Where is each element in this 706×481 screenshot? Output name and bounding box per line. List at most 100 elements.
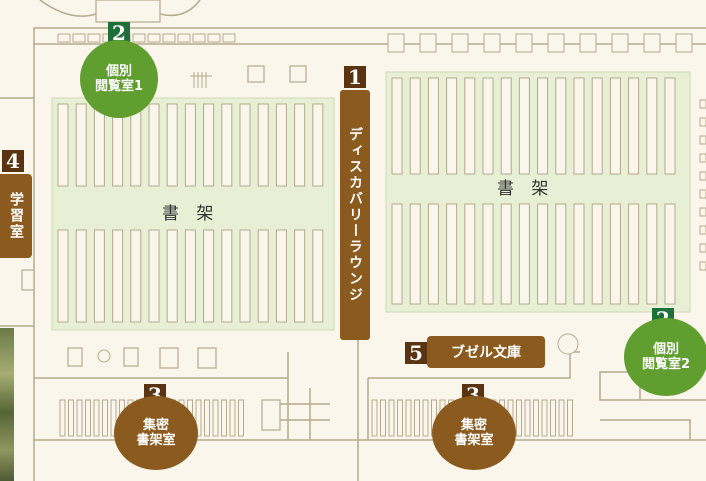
wall-window xyxy=(387,33,405,53)
shelf-unit xyxy=(203,103,215,187)
wall-window xyxy=(57,33,71,43)
shelf-unit xyxy=(573,77,585,175)
shelf-unit xyxy=(239,103,251,187)
wall-window xyxy=(87,33,101,43)
shelf-unit xyxy=(275,229,287,323)
compact-shelf xyxy=(533,399,539,437)
compact-shelf xyxy=(397,399,403,437)
compact-shelf xyxy=(414,399,420,437)
shelf-unit xyxy=(312,103,324,187)
wall-tab xyxy=(699,207,706,217)
wall-window xyxy=(162,33,176,43)
buzzell-collection-label[interactable]: ブゼル文庫 xyxy=(427,336,545,368)
compact-shelf xyxy=(59,399,66,437)
compact-shelf xyxy=(516,399,522,437)
shelf-unit xyxy=(57,229,69,323)
compact-shelf xyxy=(110,399,117,437)
shelf-unit xyxy=(57,103,69,187)
shelf-unit xyxy=(609,77,621,175)
shelf-unit xyxy=(446,77,458,175)
wall-tab xyxy=(699,189,706,199)
shelf-unit xyxy=(518,77,530,175)
wall-window xyxy=(147,33,161,43)
compact-stacks-1-badge[interactable]: 集密 書架室 xyxy=(114,396,198,470)
compact-shelf xyxy=(405,399,412,437)
compact-shelf xyxy=(195,399,202,437)
shelf-unit xyxy=(427,77,439,175)
shelf-unit xyxy=(591,77,603,175)
wall-window xyxy=(419,33,437,53)
shelf-unit xyxy=(275,103,287,187)
wall-window xyxy=(177,33,191,43)
shelf-unit xyxy=(609,203,621,305)
shelf-unit xyxy=(555,77,567,175)
wall-window xyxy=(515,33,533,53)
wall-window xyxy=(483,33,501,53)
shelf-unit xyxy=(93,103,105,187)
shelf-unit xyxy=(391,77,403,175)
individual-room-1-line1: 個別 xyxy=(105,64,132,79)
shelf-unit xyxy=(75,103,87,187)
badge-number-1: 1 xyxy=(344,66,366,88)
badge-number-2a: 2 xyxy=(108,22,130,44)
shelf-unit xyxy=(628,203,640,305)
shelf-unit xyxy=(409,203,421,305)
shelf-unit xyxy=(537,203,549,305)
wall-tab xyxy=(699,153,706,163)
wall-window xyxy=(192,33,206,43)
shelf-unit xyxy=(427,203,439,305)
shelf-unit xyxy=(500,77,512,175)
wall-window xyxy=(132,33,146,43)
shelf-unit xyxy=(257,229,269,323)
individual-room-1-line2: 閲覧室1 xyxy=(94,79,144,94)
shelf-unit xyxy=(646,77,658,175)
shelf-unit xyxy=(500,203,512,305)
photo-strip xyxy=(0,328,14,481)
individual-room-2-badge[interactable]: 個別 閲覧室2 xyxy=(624,318,706,396)
compact-shelf xyxy=(388,399,395,437)
individual-room-1-badge[interactable]: 個別 閲覧室1 xyxy=(80,40,158,118)
wall-tab xyxy=(699,225,706,235)
individual-room-2-line1: 個別 xyxy=(652,342,679,357)
shelf-unit xyxy=(184,103,196,187)
study-room-banner[interactable]: 学習室 xyxy=(0,174,32,258)
shelf-unit xyxy=(294,103,306,187)
wall-window xyxy=(451,33,469,53)
compact-shelf xyxy=(558,399,565,437)
shelf-unit xyxy=(166,229,178,323)
shelf-unit xyxy=(221,229,233,323)
shelf-unit xyxy=(664,77,676,175)
shelf-unit xyxy=(518,203,530,305)
wall-window xyxy=(611,33,629,53)
shelf-unit xyxy=(130,229,142,323)
wall-window xyxy=(222,33,236,43)
compact-shelf xyxy=(68,399,74,437)
compact-shelf xyxy=(524,399,531,437)
shelf-unit xyxy=(257,103,269,187)
wall-window xyxy=(643,33,661,53)
shelf-unit xyxy=(148,229,160,323)
wall-tab xyxy=(699,117,706,127)
shelf-unit xyxy=(239,229,251,323)
compact-shelf xyxy=(229,399,236,437)
shelf-unit xyxy=(391,203,403,305)
shelf-unit xyxy=(482,77,494,175)
shelf-unit xyxy=(464,77,476,175)
shelf-unit xyxy=(312,229,324,323)
shelf-unit xyxy=(555,203,567,305)
shelf-unit xyxy=(646,203,658,305)
compact-shelf xyxy=(102,399,108,437)
compact-shelf xyxy=(204,399,210,437)
discovery-lounge-banner[interactable]: ディスカバリーラウンジ xyxy=(340,90,370,340)
shelf-unit xyxy=(537,77,549,175)
shelf-unit xyxy=(464,203,476,305)
shelf-unit xyxy=(573,203,585,305)
compact-shelf xyxy=(85,399,91,437)
compact-stacks-2-badge[interactable]: 集密 書架室 xyxy=(432,396,516,470)
badge-number-4: 4 xyxy=(2,150,24,172)
shelf-unit xyxy=(93,229,105,323)
shelf-unit xyxy=(628,77,640,175)
wall-tab xyxy=(699,261,706,271)
shelf-unit xyxy=(294,229,306,323)
compact-shelf xyxy=(380,399,386,437)
